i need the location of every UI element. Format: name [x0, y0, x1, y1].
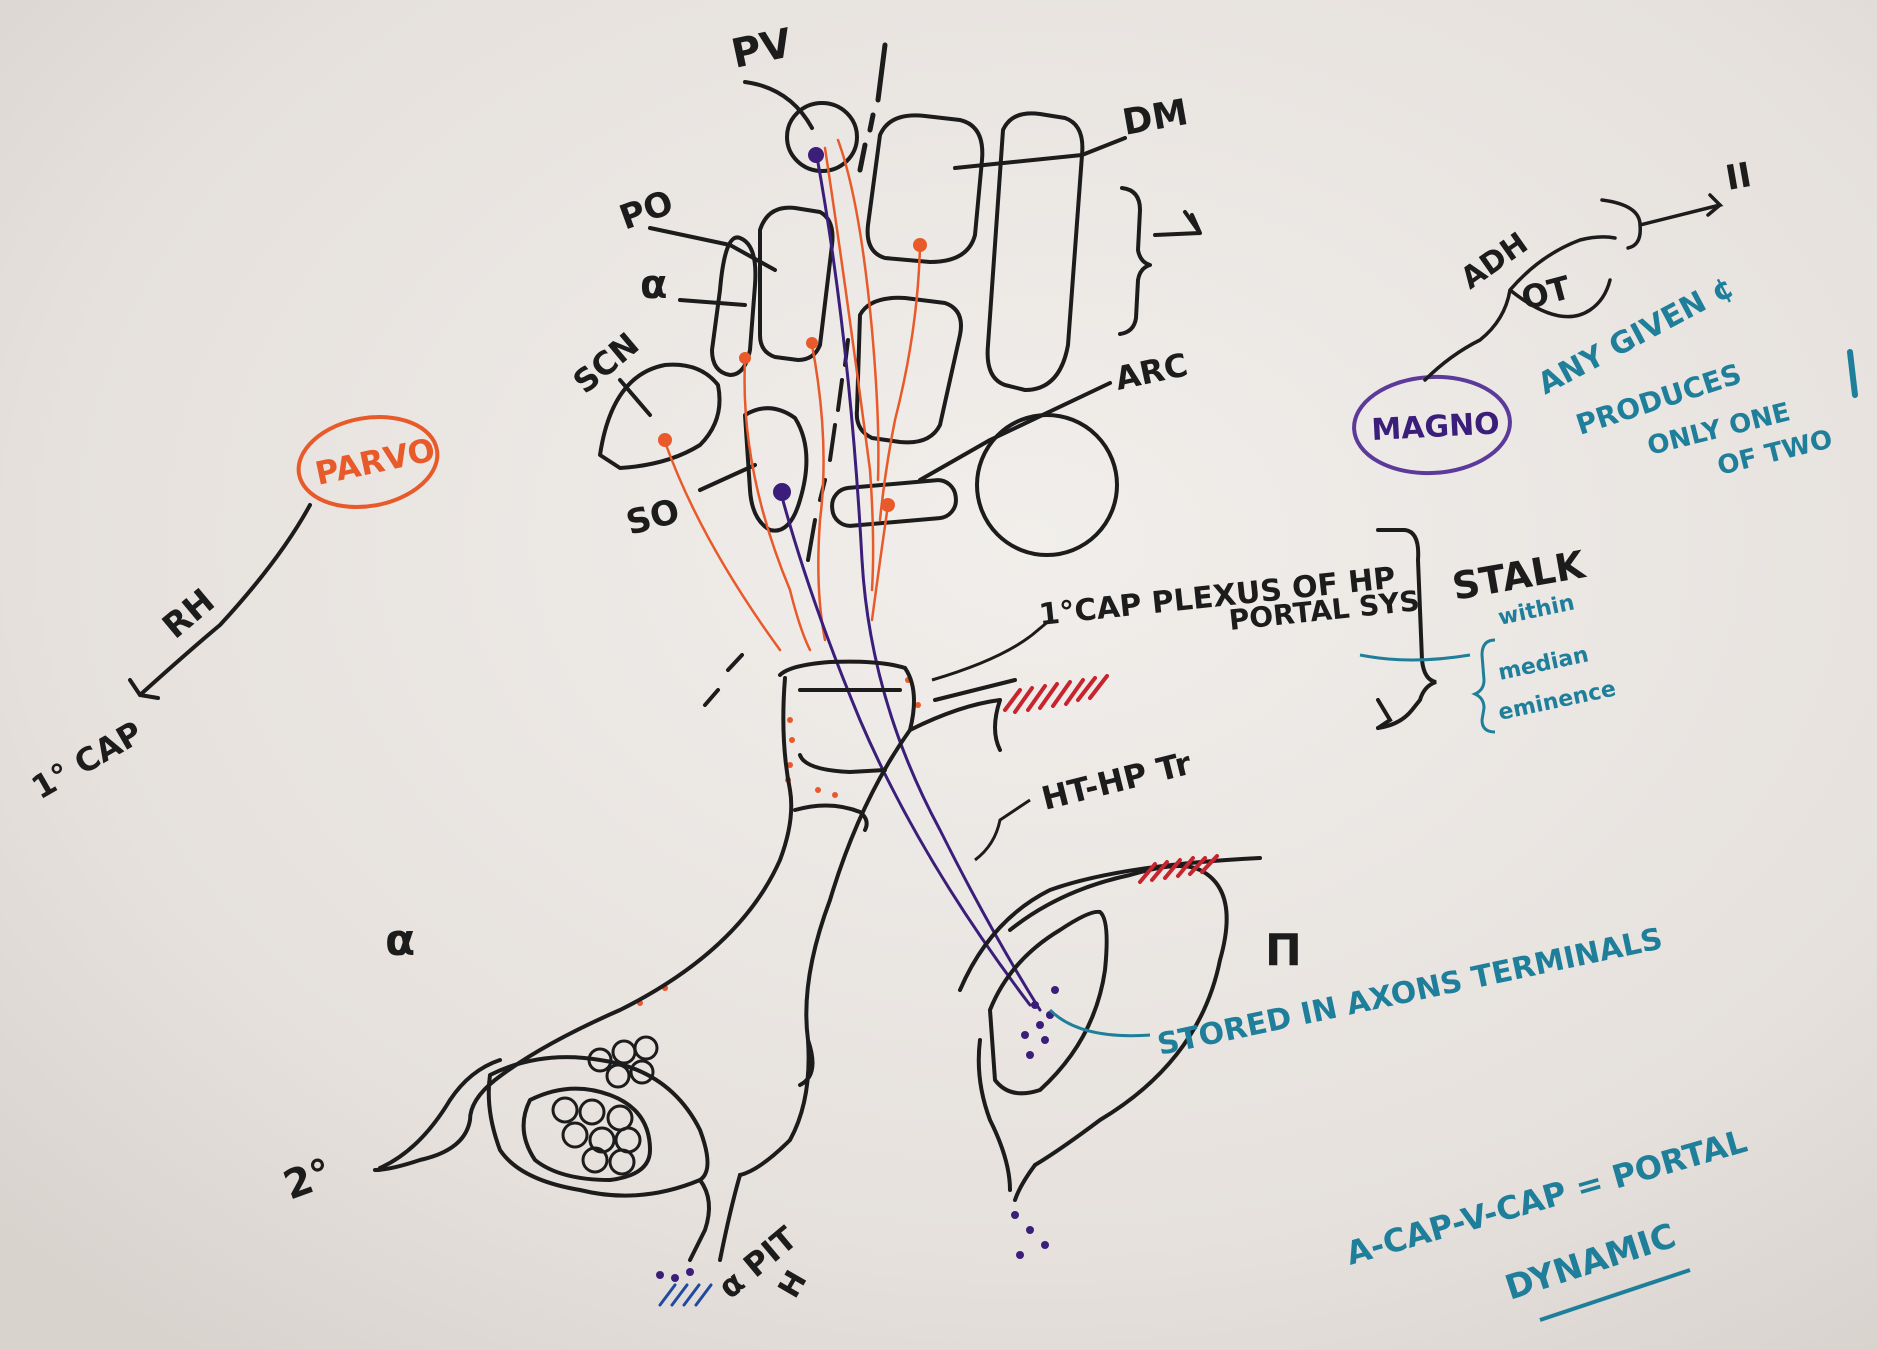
label-pi: Π [1265, 925, 1302, 976]
label-alpha-left: α [385, 915, 415, 966]
label-alpha-top: α [640, 262, 667, 308]
purple-labels: MAGNO [1371, 406, 1501, 448]
label-magno: MAGNO [1371, 406, 1501, 448]
